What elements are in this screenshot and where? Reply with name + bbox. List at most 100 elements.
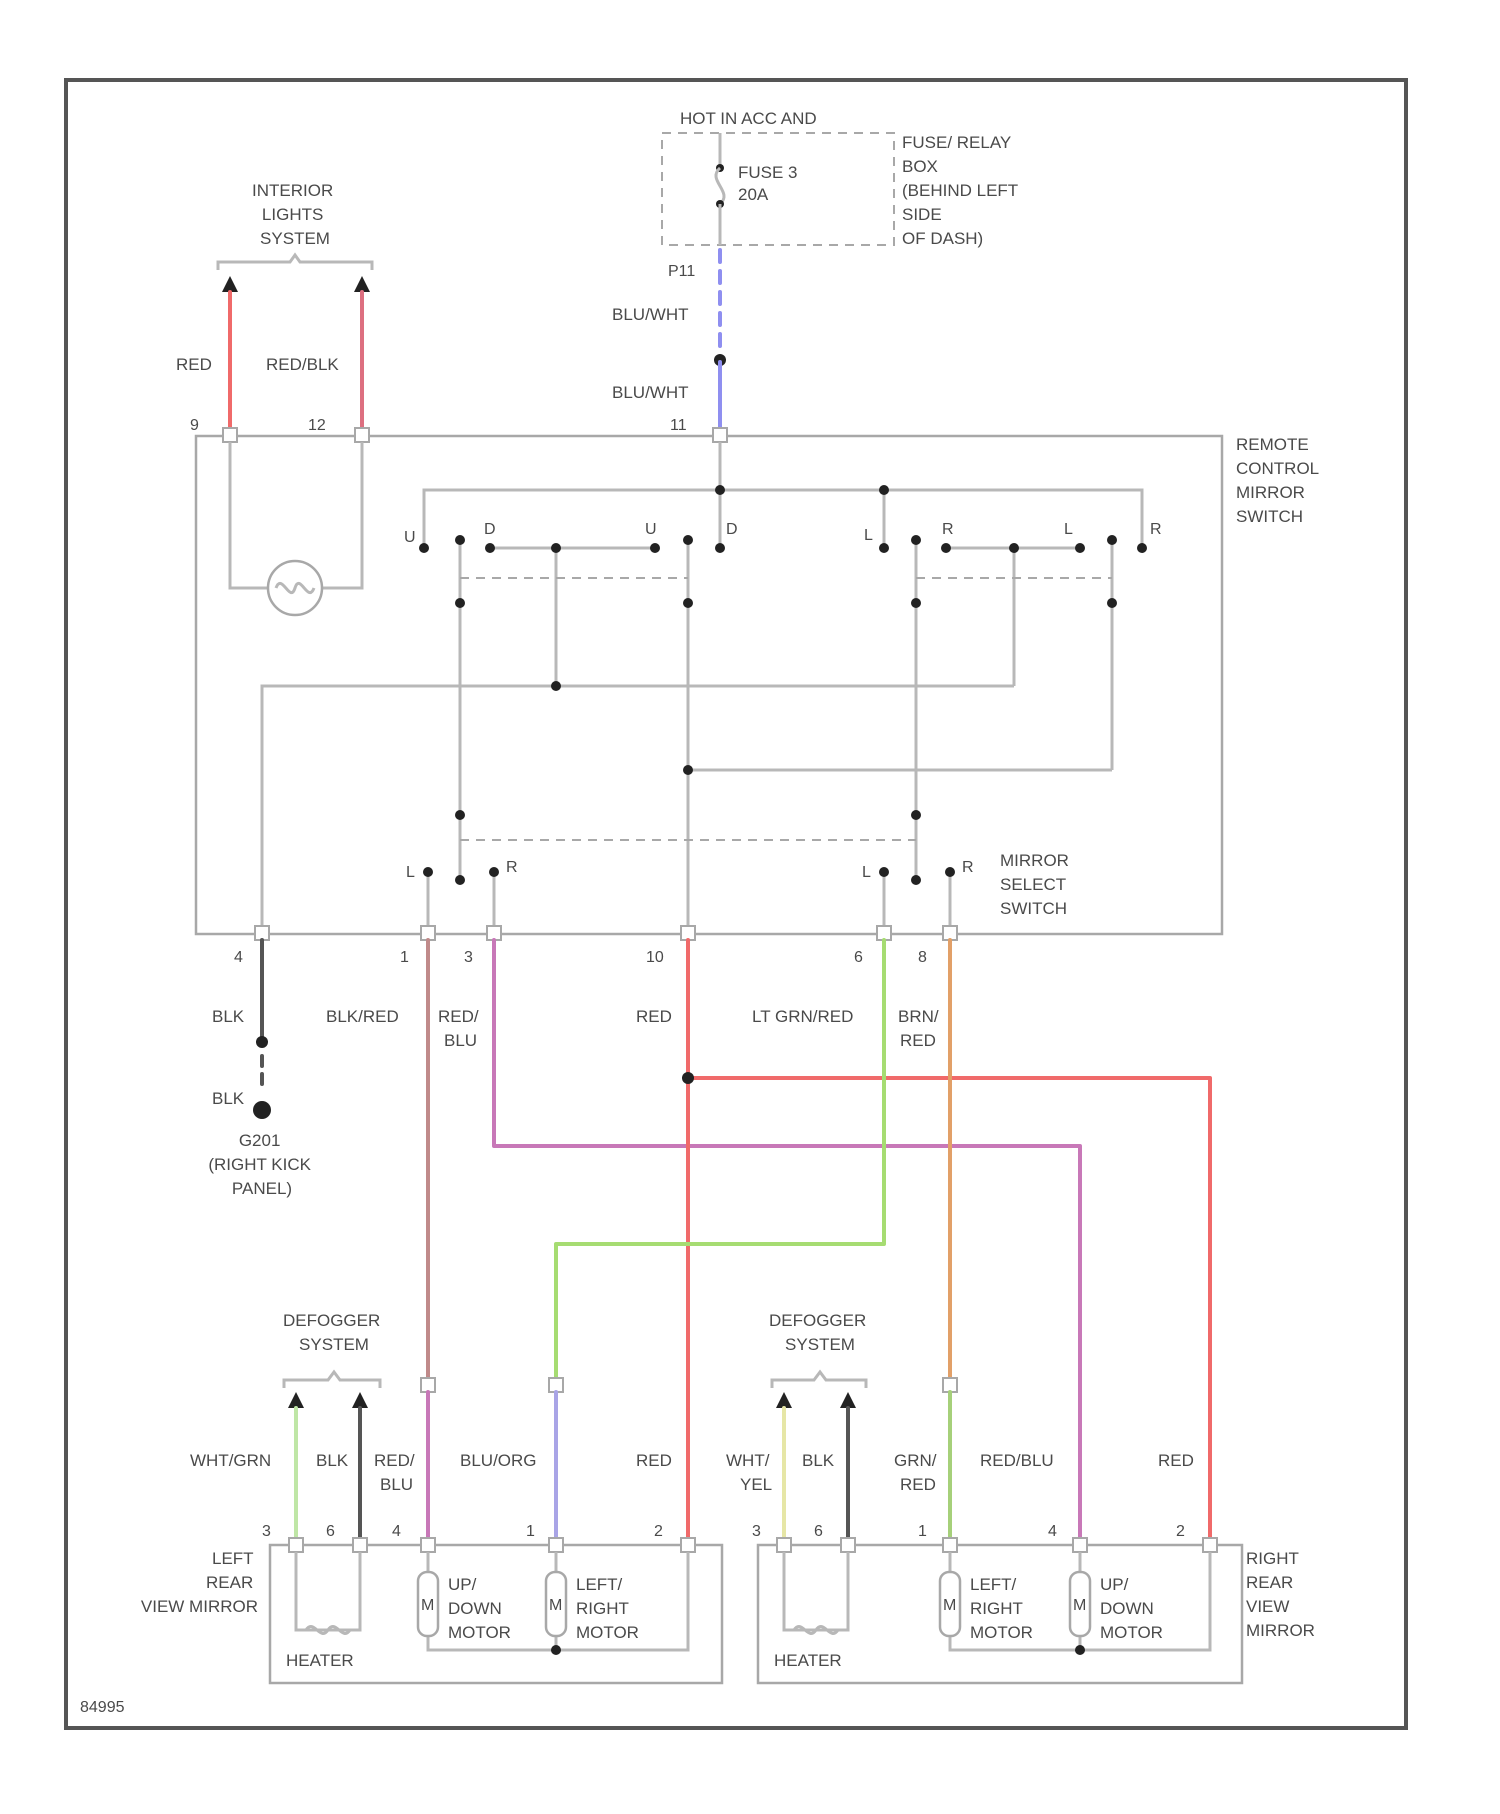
motor-symbol-right-2: M	[1073, 1597, 1086, 1614]
defogger-system-left: DEFOGGER SYSTEM	[283, 1311, 385, 1408]
svg-text:6: 6	[326, 1523, 335, 1540]
harness-wire-labels: BLK/RED RED/ BLU RED LT GRN/RED BRN/ RED	[326, 1007, 943, 1050]
svg-text:R: R	[506, 859, 518, 876]
svg-text:RED/ BLU: RED/ BLU	[374, 1451, 419, 1494]
terminal-9	[223, 428, 237, 442]
fuse-symbol	[716, 168, 724, 204]
svg-text:BLU/ORG: BLU/ORG	[460, 1451, 537, 1470]
svg-text:2: 2	[654, 1523, 663, 1540]
svg-text:1: 1	[400, 949, 409, 966]
svg-text:R: R	[942, 521, 954, 538]
right-mirror-pins: 3 6 1 4 2	[752, 1523, 1185, 1540]
diagram-frame	[66, 80, 1406, 1728]
left-up-down-motor-label: UP/ DOWN MOTOR	[448, 1575, 511, 1642]
svg-text:RED: RED	[636, 1451, 672, 1470]
switch-position-letters: U D U D L R L R L R L R	[404, 521, 1162, 881]
pin-label-top-12: 12	[308, 417, 326, 434]
left-mirror-title: LEFT REAR VIEW MIRROR	[141, 1549, 258, 1616]
fuse-box-location: FUSE/ RELAY BOX (BEHIND LEFT SIDE OF DAS…	[902, 133, 1023, 248]
right-up-down-motor-label: UP/ DOWN MOTOR	[1100, 1575, 1163, 1642]
splice-red	[682, 1072, 694, 1084]
svg-text:4: 4	[1048, 1523, 1057, 1540]
svg-text:R: R	[1150, 521, 1162, 538]
svg-text:10: 10	[646, 949, 664, 966]
ground-g201	[253, 1101, 271, 1119]
svg-text:U: U	[404, 529, 416, 546]
wire-label-blk-1: BLK	[212, 1007, 245, 1026]
wire-label-red-interior: RED	[176, 355, 212, 374]
svg-text:3: 3	[464, 949, 473, 966]
left-heater-label: HEATER	[286, 1651, 354, 1670]
pin-label-top-9: 9	[190, 417, 199, 434]
arrow-defogger-left-2	[352, 1392, 368, 1408]
pin-label-top-11: 11	[670, 417, 687, 434]
svg-text:3: 3	[262, 1523, 271, 1540]
motor-symbol-left-1: M	[421, 1597, 434, 1614]
wire-label-blu-wht-2: BLU/WHT	[612, 383, 689, 402]
interior-lights-system: INTERIOR LIGHTS SYSTEM	[218, 181, 372, 292]
motor-symbol-left-2: M	[549, 1597, 562, 1614]
svg-text:1: 1	[526, 1523, 535, 1540]
terminal-11	[713, 428, 727, 442]
interior-lights-title: INTERIOR LIGHTS SYSTEM	[252, 181, 338, 248]
svg-text:BLK/RED: BLK/RED	[326, 1007, 399, 1026]
svg-text:3: 3	[752, 1523, 761, 1540]
interior-lights-bracket	[218, 255, 372, 270]
arrow-defogger-left-1	[288, 1392, 304, 1408]
left-mirror-pins: 3 6 4 1 2	[262, 1523, 663, 1540]
svg-text:6: 6	[854, 949, 863, 966]
svg-text:WHT/ YEL: WHT/ YEL	[726, 1451, 774, 1494]
arrow-defogger-right-2	[840, 1392, 856, 1408]
svg-text:RED/BLU: RED/BLU	[980, 1451, 1054, 1470]
connector-p11-label: P11	[668, 263, 695, 280]
svg-text:GRN/ RED: GRN/ RED	[894, 1451, 941, 1494]
fuse-rating: FUSE 3 20A	[738, 163, 802, 204]
mirror-select-switch-title: MIRROR SELECT SWITCH	[1000, 851, 1074, 918]
bottom-connector-pins: 4 1 3 10 6 8	[234, 949, 927, 966]
svg-text:1: 1	[918, 1523, 927, 1540]
svg-text:D: D	[726, 521, 738, 538]
left-mirror-wire-labels: WHT/GRN BLK RED/ BLU BLU/ORG RED	[190, 1451, 672, 1494]
right-heater-label: HEATER	[774, 1651, 842, 1670]
figure-id: 84995	[80, 1699, 125, 1716]
svg-text:U: U	[645, 521, 657, 538]
svg-text:BLK: BLK	[316, 1451, 349, 1470]
wire-label-blk-2: BLK	[212, 1089, 245, 1108]
svg-text:8: 8	[918, 949, 927, 966]
motor-symbol-right-1: M	[943, 1597, 956, 1614]
wire-label-red-blk-interior: RED/BLK	[266, 355, 339, 374]
svg-text:RED/ BLU: RED/ BLU	[438, 1007, 483, 1050]
right-left-right-motor-label: LEFT/ RIGHT MOTOR	[970, 1575, 1033, 1642]
svg-text:RED: RED	[1158, 1451, 1194, 1470]
svg-text:DEFOGGER SYSTEM: DEFOGGER SYSTEM	[769, 1311, 871, 1354]
terminal-12	[355, 428, 369, 442]
svg-text:LT GRN/RED: LT GRN/RED	[752, 1007, 853, 1026]
svg-text:DEFOGGER SYSTEM: DEFOGGER SYSTEM	[283, 1311, 385, 1354]
lamp-circuit	[230, 442, 362, 588]
right-mirror-wire-labels: WHT/ YEL BLK GRN/ RED RED/BLU RED	[726, 1451, 1194, 1494]
splice-blk-ground	[256, 1036, 268, 1048]
lamp-filament	[276, 583, 314, 592]
ground-location: G201 (RIGHT KICK PANEL)	[208, 1131, 315, 1198]
left-left-right-motor-label: LEFT/ RIGHT MOTOR	[576, 1575, 639, 1642]
defogger-system-right: DEFOGGER SYSTEM	[769, 1311, 871, 1408]
arrow-defogger-right-1	[776, 1392, 792, 1408]
svg-text:BRN/ RED: BRN/ RED	[898, 1007, 943, 1050]
svg-text:RED: RED	[636, 1007, 672, 1026]
svg-text:BLK: BLK	[802, 1451, 835, 1470]
svg-text:R: R	[962, 859, 974, 876]
fuse-box-outline	[662, 133, 894, 245]
svg-text:L: L	[864, 527, 873, 544]
svg-text:6: 6	[814, 1523, 823, 1540]
svg-text:2: 2	[1176, 1523, 1185, 1540]
svg-text:L: L	[862, 864, 871, 881]
svg-text:L: L	[1064, 521, 1073, 538]
svg-text:WHT/GRN: WHT/GRN	[190, 1451, 271, 1470]
hot-in-acc-label: HOT IN ACC AND	[680, 109, 817, 128]
right-mirror-title: RIGHT REAR VIEW MIRROR	[1246, 1549, 1315, 1640]
svg-text:4: 4	[392, 1523, 401, 1540]
svg-text:L: L	[406, 864, 415, 881]
fuse-relay-box: HOT IN ACC AND FUSE 3 20A FUSE/ RELAY BO…	[662, 109, 1023, 280]
svg-text:D: D	[484, 521, 496, 538]
